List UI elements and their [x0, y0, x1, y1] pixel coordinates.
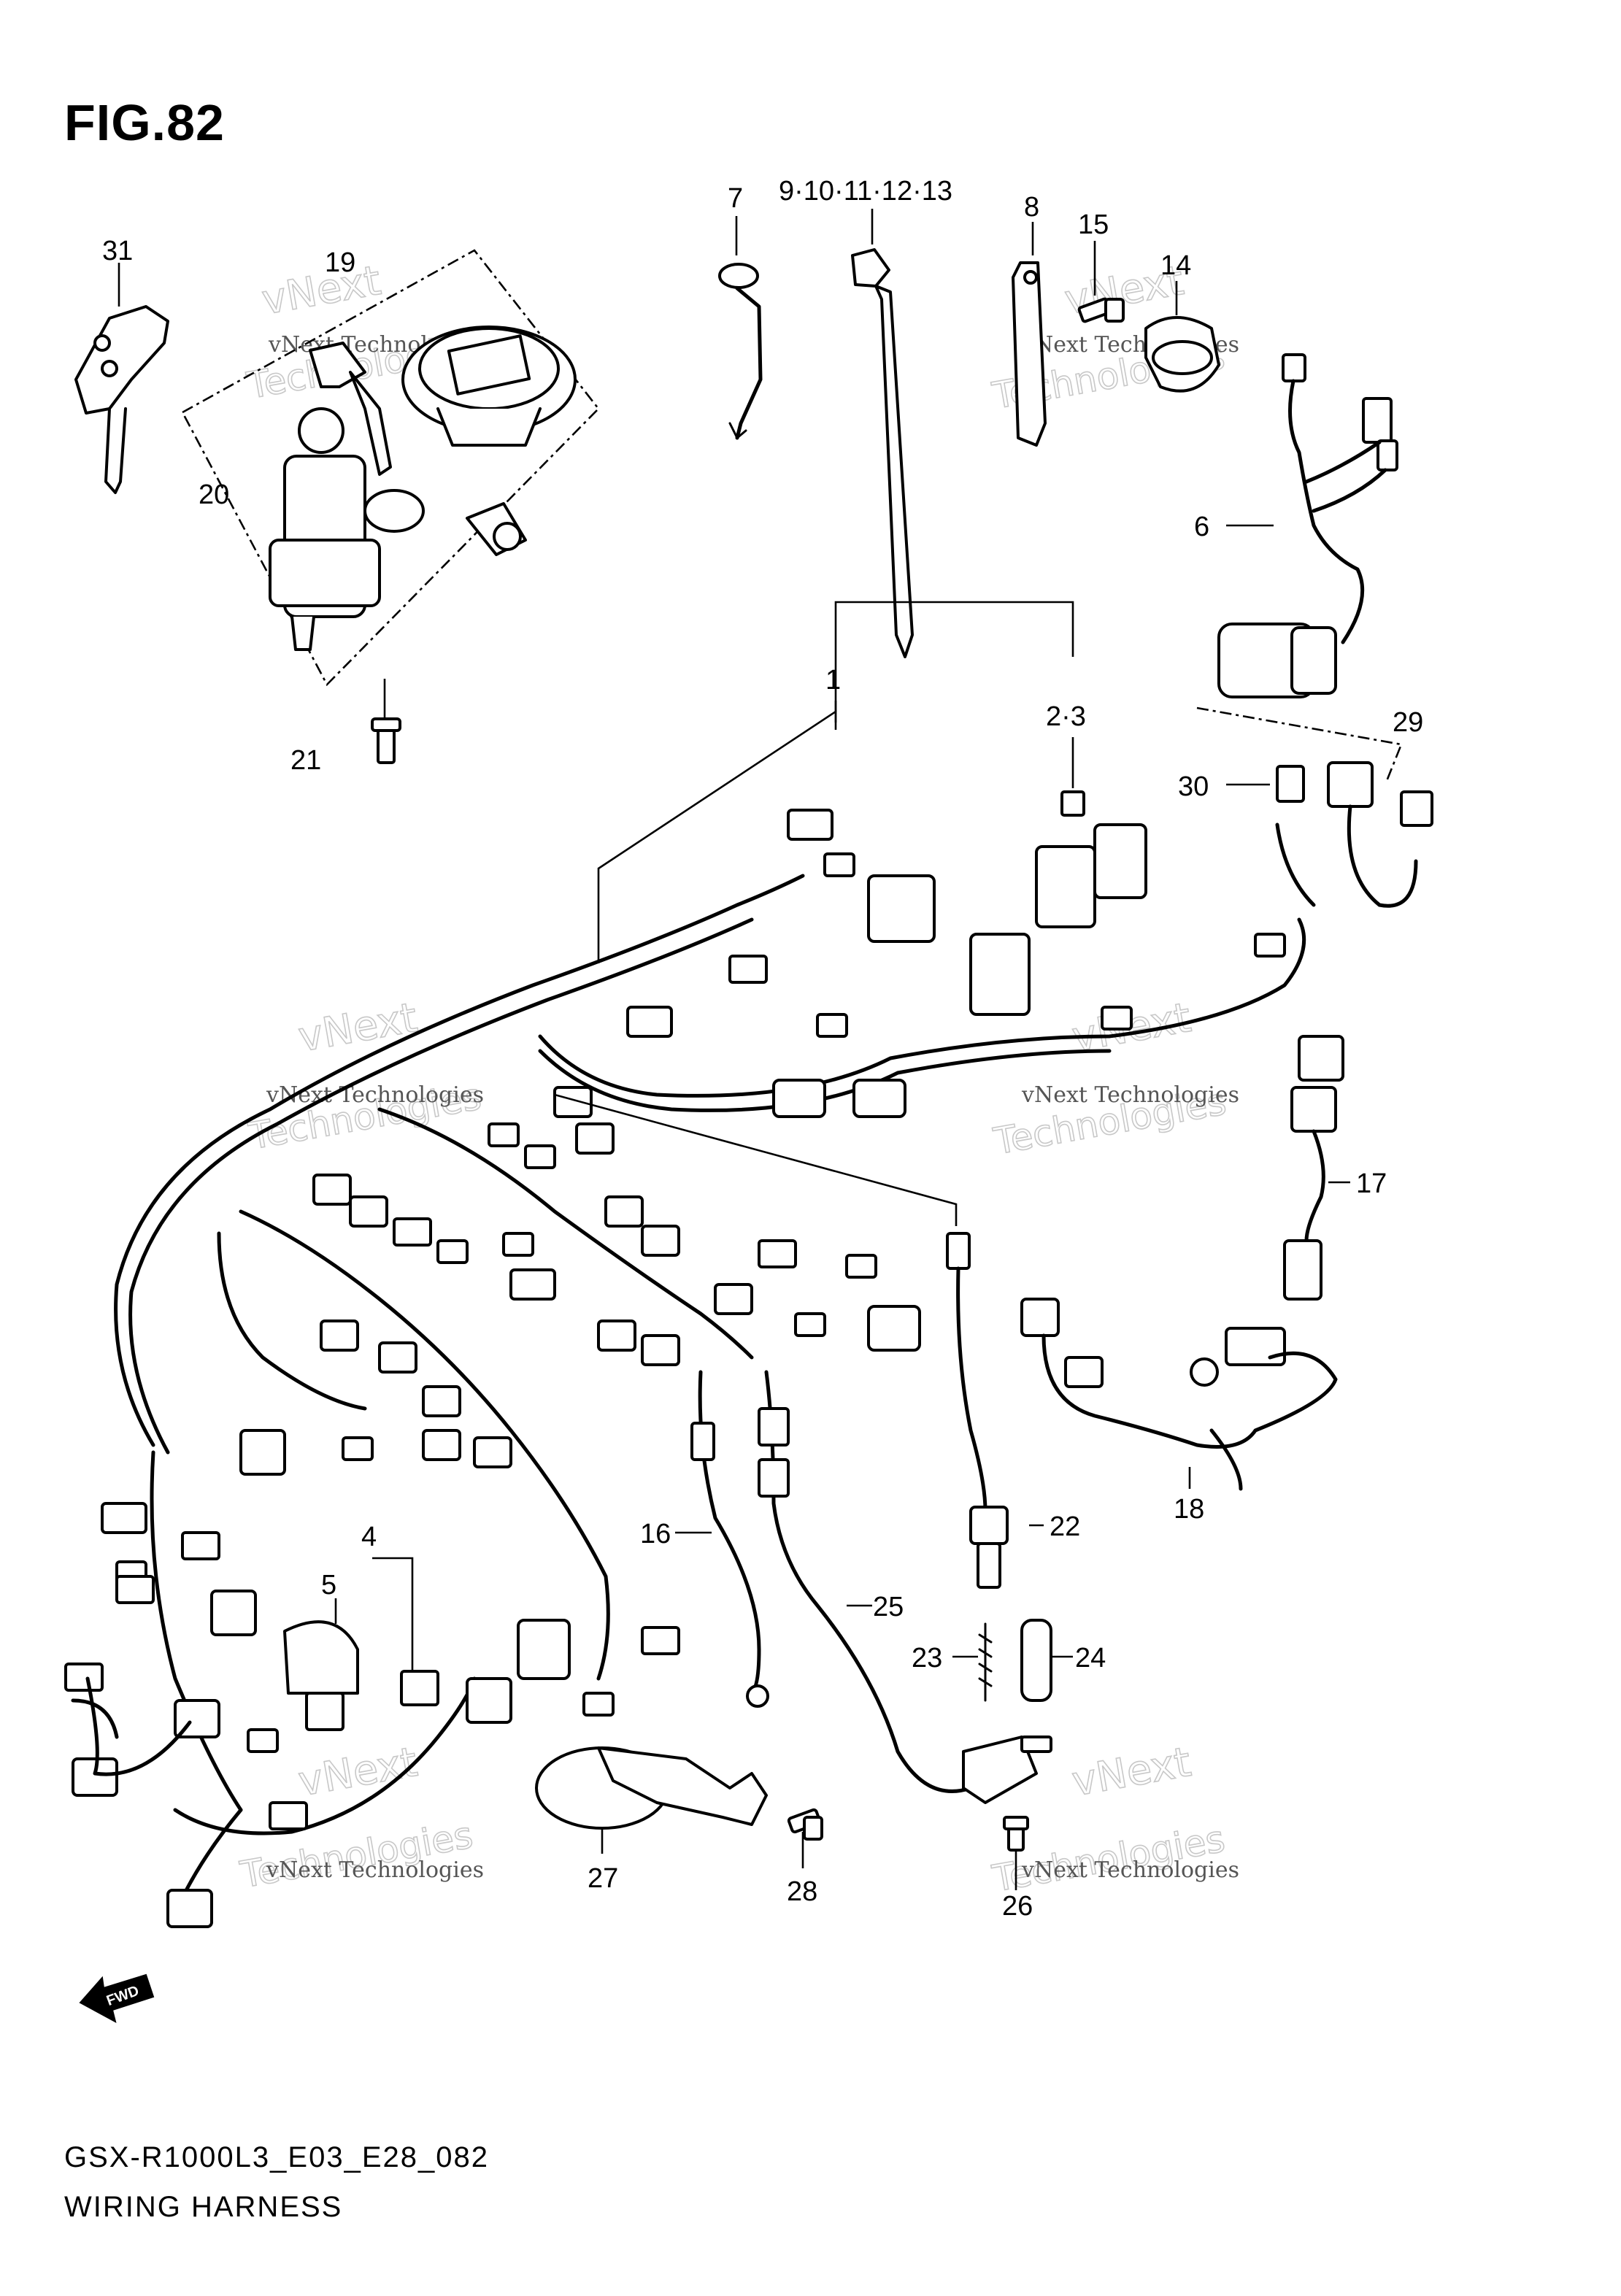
main-harness-part-1 [64, 601, 1344, 1928]
spring-part-23 [952, 1622, 993, 1702]
callout-7: 7 [728, 183, 743, 214]
model-code: GSX-R1000L3_E03_E28_082 [64, 2141, 489, 2173]
callout-4: 4 [361, 1522, 377, 1552]
callout-2-3: 2·3 [1046, 701, 1086, 732]
key-part-31 [74, 263, 169, 494]
callout-25: 25 [873, 1592, 904, 1622]
watermark-caption: vNext Technologies [266, 1857, 484, 1883]
watermark-vnext: vNext [295, 994, 420, 1061]
watermark-caption: vNext Technologies [1021, 1857, 1239, 1883]
watermark-caption: vNext Technologies [266, 1082, 484, 1108]
callout-labels: 31 19 20 21 7 9·10·11·12·13 8 15 14 6 1 … [102, 176, 1423, 1922]
sensor-part-22 [554, 1093, 1044, 1589]
callout-1: 1 [825, 665, 841, 696]
sub-harness-part-6 [1217, 353, 1398, 698]
watermark-vnext: vNext [258, 257, 384, 324]
callout-20: 20 [199, 479, 229, 510]
lead-wire-part-25 [758, 1370, 973, 1793]
sub-harness-part-17 [1283, 1086, 1350, 1301]
callout-9-13: 9·10·11·12·13 [779, 176, 952, 207]
callout-27: 27 [588, 1863, 618, 1894]
callout-31: 31 [102, 236, 133, 266]
callout-24: 24 [1075, 1643, 1106, 1673]
callout-30: 30 [1178, 771, 1209, 802]
callout-15: 15 [1078, 209, 1109, 240]
screw-part-15 [1077, 241, 1125, 323]
callout-14: 14 [1160, 250, 1191, 281]
callout-22: 22 [1050, 1511, 1080, 1542]
callout-6: 6 [1194, 512, 1209, 542]
fwd-arrow-icon: FWD [79, 1973, 155, 2023]
diagram-name: WIRING HARNESS [64, 2191, 343, 2223]
callout-8: 8 [1024, 192, 1039, 223]
connectors-part-29-30 [1196, 706, 1433, 908]
relay-part-4-5 [283, 1557, 439, 1731]
callout-5: 5 [321, 1570, 336, 1600]
callout-19: 19 [325, 247, 355, 278]
sleeve-part-24 [1020, 1619, 1073, 1702]
clamp-part-7 [718, 216, 763, 440]
callout-17: 17 [1356, 1168, 1387, 1199]
callout-23: 23 [912, 1643, 942, 1673]
watermark-vnext: vNext [295, 1738, 420, 1806]
figure-title: FIG.82 [64, 94, 225, 151]
lead-wire-part-16 [675, 1370, 769, 1708]
watermark-vnext: vNext [1069, 1738, 1194, 1806]
tie-strap-part-9-13 [851, 209, 914, 658]
callout-28: 28 [787, 1876, 817, 1907]
ignition-switch-set [181, 249, 600, 764]
switch-part-26 [962, 1736, 1052, 1890]
bracket-part-8 [1012, 222, 1047, 447]
callout-21: 21 [290, 745, 321, 776]
sub-harness-part-18 [1020, 1298, 1338, 1491]
callout-18: 18 [1174, 1494, 1204, 1525]
fuse-part-2-3 [1060, 790, 1085, 817]
bracket-part-27 [535, 1746, 768, 1854]
callout-29: 29 [1393, 707, 1423, 738]
clip-part-14 [1144, 281, 1220, 393]
watermark-caption: vNext Technologies [1021, 1082, 1239, 1108]
bolt-part-28 [787, 1808, 823, 1868]
callout-16: 16 [640, 1519, 671, 1549]
callout-26: 26 [1002, 1891, 1033, 1922]
